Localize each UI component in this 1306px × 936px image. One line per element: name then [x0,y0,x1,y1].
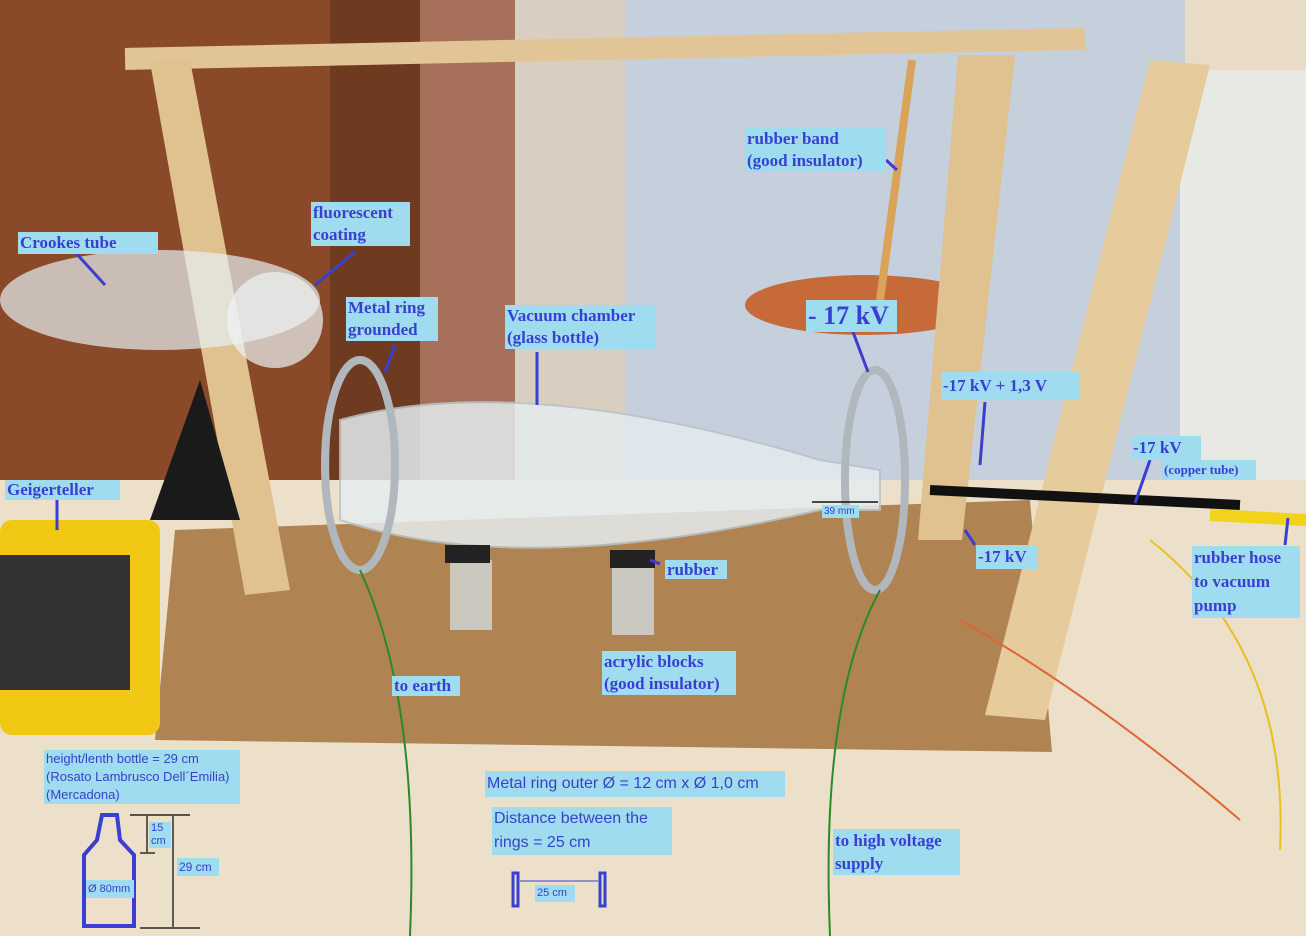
bottle-diagram [82,813,136,928]
geiger-screen [0,555,130,690]
label-to-earth: to earth [392,676,460,696]
rings-diagram [511,871,607,908]
label-rubber: rubber [665,560,727,579]
label-minus-17kv-lower: -17 kV [976,545,1038,569]
label-vacuum-chamber: Vacuum chamber (glass bottle) [505,305,656,349]
hv-wire [827,589,881,936]
note-height-29cm: 29 cm [177,858,219,876]
rubber-pad [445,545,490,563]
yellow-hose [1209,509,1306,526]
note-diameter-80mm: Ø 80mm [86,880,134,898]
frame-top-beam [124,27,1086,70]
label-acrylic-blocks: acrylic blocks (good insulator) [602,651,736,695]
rubber-pad [610,550,655,568]
metal-ring-high-voltage [841,366,909,594]
wooden-base-board [155,500,1052,752]
note-ring-outer: Metal ring outer Ø = 12 cm x Ø 1,0 cm [485,771,785,797]
label-rubber-band: rubber band (good insulator) [745,128,886,172]
rubber-band [876,59,916,301]
frame-back-right-post [918,55,1015,540]
label-minus-17kv-copper: -17 kV [1131,436,1201,460]
note-25cm: 25 cm [535,885,575,902]
label-minus-17kv-top: - 17 kV [806,300,897,332]
frame-front-right-post [985,60,1210,720]
label-crookes-tube: Crookes tube [18,232,158,254]
acrylic-block [612,565,654,635]
label-39mm: 39 mm [822,505,859,518]
note-distance-rings: Distance between the rings = 25 cm [492,807,672,855]
note-bottle-info: height/lenth bottle = 29 cm (Rosato Lamb… [44,750,240,804]
label-fluorescent-coating: fluorescent coating [311,202,410,246]
radiator [1180,70,1306,520]
acrylic-block [450,560,492,630]
label-to-high-voltage: to high voltage supply [833,829,960,875]
bottle-dimension-lines [130,814,200,929]
label-rubber-hose: rubber hose to vacuum pump [1192,546,1300,618]
pointer-lines [55,158,1290,566]
black-cable [929,485,1241,510]
label-geigerteller: Geigerteller [5,480,120,500]
tube-stand [150,380,240,520]
label-copper-tube: (copper tube) [1162,460,1256,480]
label-metal-ring-grounded: Metal ring grounded [346,297,438,341]
note-neck-15cm: 15 cm [149,822,171,848]
label-minus-17kv-plus-1-3v: -17 kV + 1,3 V [941,372,1080,400]
glass-bottle [339,401,881,549]
earth-wire [359,569,413,936]
